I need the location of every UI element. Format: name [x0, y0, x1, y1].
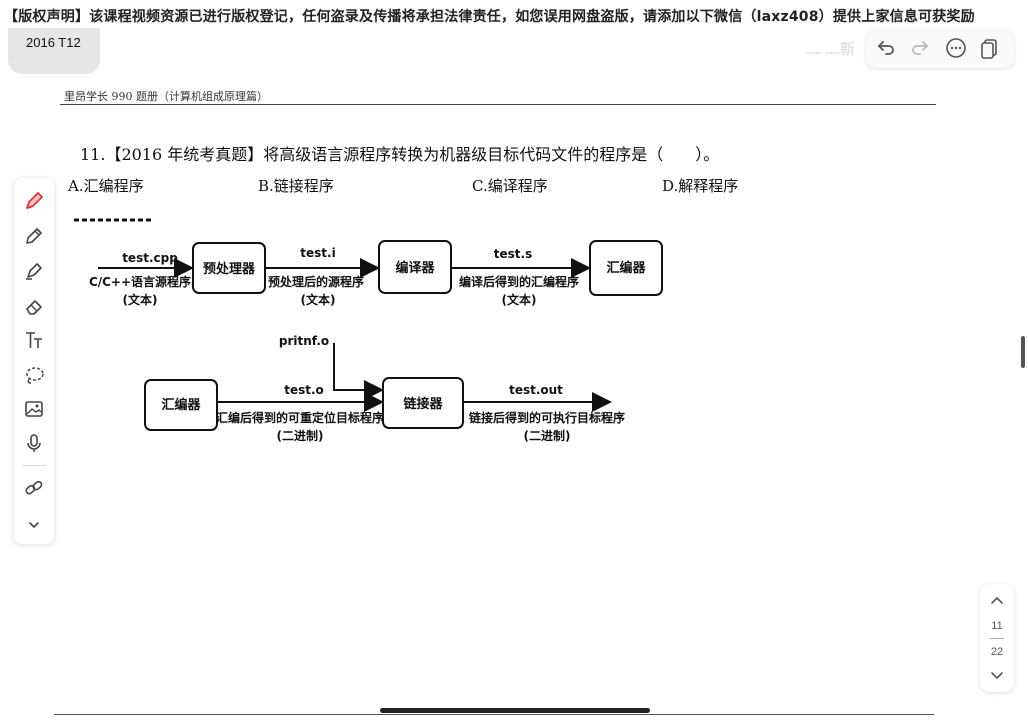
page-navigator: 11 22: [980, 584, 1014, 692]
compiler-label: 编译器: [395, 260, 435, 276]
lasso-icon[interactable]: [22, 364, 46, 388]
file-label: test.cpp: [122, 251, 178, 265]
current-page: 11: [991, 620, 1003, 632]
highlighter-icon[interactable]: [22, 260, 46, 284]
assembler-box-2: [144, 379, 218, 431]
option-c: C.编译程序: [472, 177, 548, 195]
annotation-sidebar: [14, 178, 54, 544]
preprocessor-label: 预处理器: [203, 261, 256, 277]
assembler-box: [589, 240, 663, 296]
file-type: (二进制): [277, 428, 324, 443]
home-indicator[interactable]: [380, 708, 650, 713]
top-toolbar: [866, 30, 1014, 68]
image-icon[interactable]: [22, 398, 46, 422]
file-label: pritnf.o: [279, 334, 329, 348]
file-label: test.s: [494, 247, 532, 261]
assembler-label: 汇编器: [606, 260, 646, 276]
file-type: (二进制): [524, 428, 571, 443]
file-desc: 预处理后的源程序: [268, 274, 364, 289]
sidebar-divider: [22, 465, 46, 466]
book-header: 里昂学长 990 题册（计算机组成原理篇）: [64, 90, 268, 103]
file-label: test.out: [509, 383, 563, 397]
copyright-banner-text: 【版权声明】该课程视频资源已进行版权登记，任何盗录及传播将承担法律责任，如您误用…: [4, 9, 975, 25]
total-pages: 22: [990, 646, 1004, 658]
redo-icon[interactable]: [908, 37, 932, 61]
page-separator: [990, 638, 1004, 639]
scroll-indicator[interactable]: [1021, 336, 1025, 368]
option-b: B.链接程序: [258, 177, 334, 195]
question-text: 11.【2016 年统考真题】将高级语言源程序转换为机器级目标代码文件的程序是（…: [80, 145, 720, 164]
pages-icon[interactable]: [978, 37, 1002, 61]
ghost-mark: 新: [840, 41, 856, 58]
file-type: (文本): [301, 292, 336, 307]
text-tool-icon[interactable]: [22, 329, 46, 353]
undo-icon[interactable]: [874, 37, 898, 61]
file-desc: 编译后得到的汇编程序: [458, 274, 579, 289]
chevron-down-icon[interactable]: [22, 514, 46, 538]
arrow-printf-to-linker: [333, 343, 384, 400]
document-tab-label: 2016 T12: [26, 35, 81, 50]
file-type: (文本): [502, 292, 537, 307]
microphone-icon[interactable]: [22, 432, 46, 456]
file-label: test.i: [300, 246, 335, 260]
file-desc: 汇编后得到的可重定位目标程序: [216, 410, 384, 425]
page-down-icon[interactable]: [980, 668, 1014, 688]
link-icon[interactable]: [22, 477, 46, 501]
pen-icon[interactable]: [22, 190, 46, 214]
option-a: A.汇编程序: [68, 177, 144, 195]
file-label: test.o: [284, 383, 324, 397]
eraser-icon[interactable]: [22, 295, 46, 319]
header-divider: [60, 104, 936, 105]
option-d: D.解释程序: [662, 177, 739, 195]
more-icon[interactable]: [944, 37, 968, 61]
page-up-icon[interactable]: [980, 592, 1014, 612]
file-desc: C/C++语言源程序: [89, 274, 191, 289]
file-type: (文本): [123, 292, 158, 307]
copyright-banner: 【版权声明】该课程视频资源已进行版权登记，任何盗录及传播将承担法律责任，如您误用…: [0, 0, 1028, 34]
linker-label: 链接器: [402, 396, 443, 412]
document-tab[interactable]: 2016 T12: [8, 28, 100, 74]
page-bottom-line: [54, 714, 934, 715]
assembler-label-2: 汇编器: [161, 397, 201, 413]
ghost-mark: — —: [806, 44, 841, 61]
pencil-icon[interactable]: [22, 225, 46, 249]
file-desc: 链接后得到的可执行目标程序: [469, 410, 625, 425]
